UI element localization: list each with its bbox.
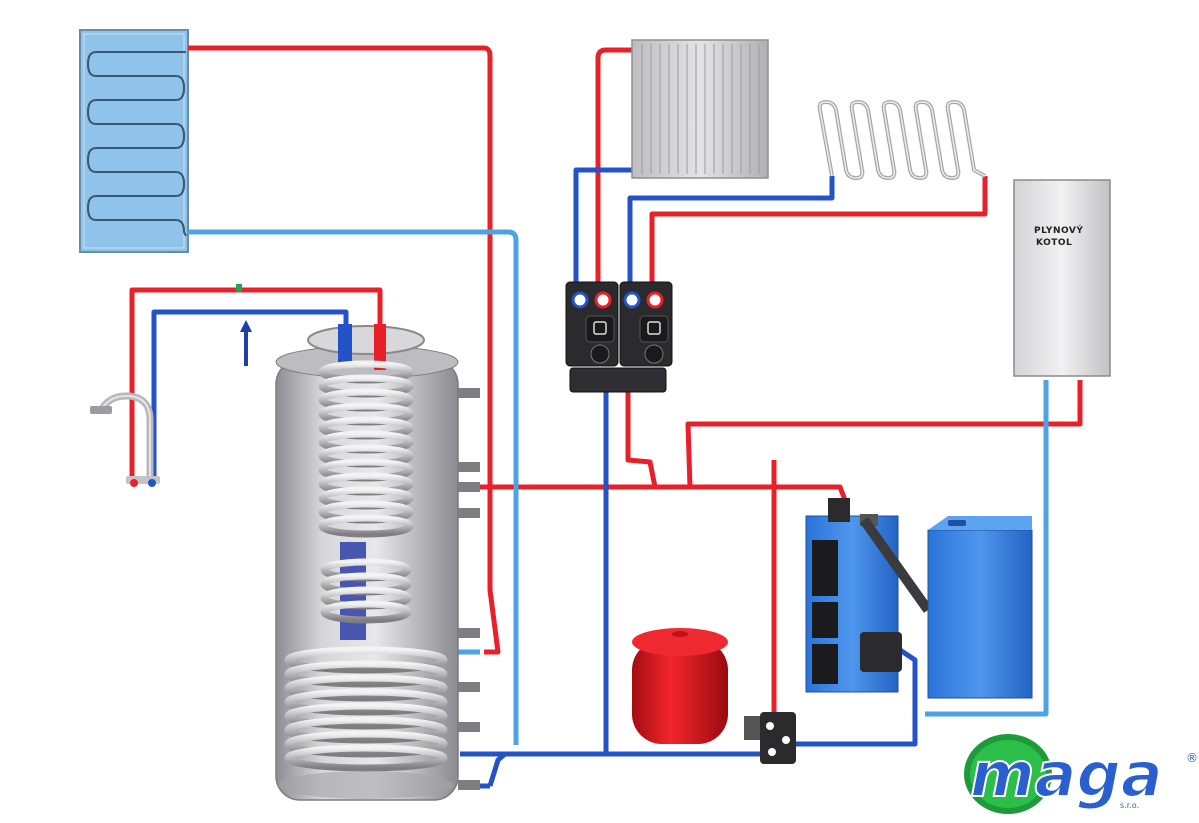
shower-head-icon (90, 392, 160, 487)
mixing-valve (744, 712, 796, 764)
cold-pipes (151, 167, 918, 789)
floor-heating-loop (817, 99, 986, 181)
logo-suffix-text: s.r.o. (1120, 801, 1139, 810)
distribution-manifold (569, 367, 667, 393)
pump-group-right (619, 281, 673, 367)
boiler-label-line1: PLYNOVÝ (1034, 224, 1083, 236)
boiler-label-line2: KOTOL (1036, 238, 1072, 248)
logo-brand-text: maga (970, 738, 1163, 811)
cold-water-inlet-arrow-icon (236, 284, 252, 366)
panel-radiator (631, 39, 769, 179)
solar-collector (79, 29, 189, 253)
pump-group-left (565, 281, 619, 367)
gas-boiler: PLYNOVÝ KOTOL (1013, 179, 1111, 377)
pellet-hopper (927, 516, 1033, 699)
tank-ports (458, 388, 480, 790)
logo-registered-text: ® (1186, 751, 1198, 765)
expansion-vessel (632, 628, 728, 744)
return-pipes (188, 229, 1049, 745)
hot-pipes (129, 45, 1083, 712)
upper-coil (318, 360, 414, 624)
lower-coil (284, 646, 448, 772)
pellet-boiler (805, 498, 933, 693)
accumulation-tank (275, 324, 480, 801)
maga-logo: maga s.r.o. ® (964, 734, 1198, 814)
